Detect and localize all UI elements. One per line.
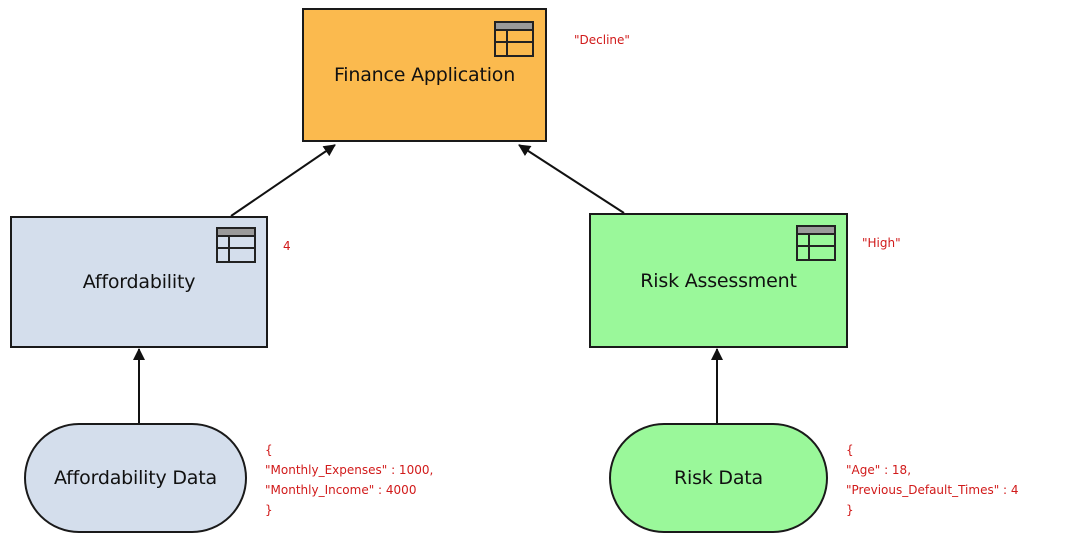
value-line: "Monthly_Income" : 4000 xyxy=(265,483,417,497)
value-line: } xyxy=(265,503,273,517)
affordability-label: Affordability xyxy=(82,271,196,293)
decision-table-icon xyxy=(216,227,256,263)
finance-application-result: "Decline" xyxy=(574,33,630,47)
finance-application-label: Finance Application xyxy=(333,64,516,86)
decision-table-icon xyxy=(796,225,836,261)
affordability-node[interactable]: Affordability xyxy=(10,216,268,348)
risk-assessment-label: Risk Assessment xyxy=(640,269,797,292)
affordability-result: 4 xyxy=(283,239,291,253)
affordability-data-values: { "Monthly_Expenses" : 1000, "Monthly_In… xyxy=(265,440,433,520)
risk-data-values: { "Age" : 18, "Previous_Default_Times" :… xyxy=(846,440,1019,520)
finance-application-node[interactable]: Finance Application xyxy=(302,8,547,142)
value-line: "Previous_Default_Times" : 4 xyxy=(846,483,1019,497)
value-line: { xyxy=(265,443,273,457)
value-line: { xyxy=(846,443,854,457)
value-line: "Monthly_Expenses" : 1000, xyxy=(265,463,434,477)
affordability-data-node[interactable]: Affordability Data xyxy=(24,423,247,533)
decision-table-icon xyxy=(494,21,534,57)
value-line: } xyxy=(846,503,854,517)
risk-assessment-node[interactable]: Risk Assessment xyxy=(589,213,848,348)
value-line: "Age" : 18, xyxy=(846,463,912,477)
affordability-data-label: Affordability Data xyxy=(54,467,217,489)
edge-risk-to-finance xyxy=(518,144,625,214)
risk-data-node[interactable]: Risk Data xyxy=(609,423,828,533)
risk-assessment-result: "High" xyxy=(862,236,901,250)
edge-affordability-to-finance xyxy=(230,144,336,217)
risk-data-label: Risk Data xyxy=(674,467,763,489)
